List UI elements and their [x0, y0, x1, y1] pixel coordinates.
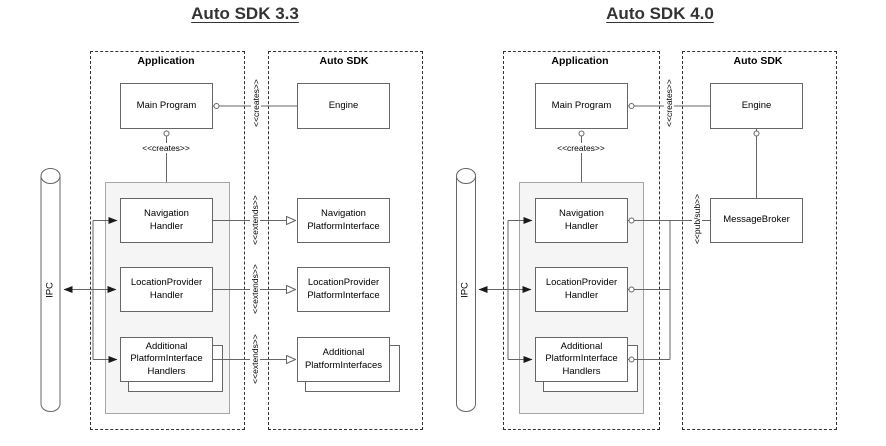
locationprovider-platforminterface-box-33: LocationProvider PlatformInterface [297, 267, 390, 312]
locationprovider-handler-box-33: LocationProvider Handler [120, 267, 213, 312]
main-program-box-40: Main Program [535, 83, 628, 129]
pubsub-label-40: <<pub/sub>> [692, 191, 702, 247]
navigation-handler-box-40: Navigation Handler [535, 198, 628, 243]
engine-box-33: Engine [297, 83, 390, 129]
creates-engine-label-40: <<creates>> [664, 77, 674, 129]
extends-label-locationprovider-33: <<extends>> [250, 262, 260, 316]
additional-handlers-box-40: Additional PlatformInterface Handlers [535, 337, 628, 382]
creates-engine-label-33: <<creates>> [251, 77, 261, 129]
diagram-title-sdk33: Auto SDK 3.3 [191, 4, 299, 23]
locationprovider-handler-box-40: LocationProvider Handler [535, 267, 628, 312]
ipc-label-33: IPC [44, 282, 56, 298]
autosdk-frame-40 [682, 51, 837, 430]
diagram-title-sdk40: Auto SDK 4.0 [606, 4, 714, 23]
navigation-handler-box-33: Navigation Handler [120, 198, 213, 243]
extends-label-additional-33: <<extends>> [250, 332, 260, 386]
main-program-box-33: Main Program [120, 83, 213, 129]
application-frame-label-40: Application [551, 55, 609, 67]
message-broker-box-40: MessageBroker [710, 198, 803, 243]
autosdk-frame-label-33: Auto SDK [319, 55, 369, 67]
application-frame-40 [503, 51, 660, 430]
navigation-platforminterface-box-33: Navigation PlatformInterface [297, 198, 390, 243]
creates-handlers-label-40: <<creates>> [555, 143, 607, 153]
creates-handlers-label-33: <<creates>> [140, 143, 192, 153]
additional-handlers-box-33: Additional PlatformInterface Handlers [120, 337, 213, 382]
application-frame-33 [90, 51, 245, 430]
autosdk-frame-label-40: Auto SDK [733, 55, 783, 67]
autosdk-frame-33 [268, 51, 423, 430]
application-frame-label-33: Application [137, 55, 195, 67]
extends-label-navigation-33: <<extends>> [250, 193, 260, 247]
additional-platforminterfaces-box-33: Additional PlatformInterfaces [297, 337, 390, 382]
ipc-label-40: IPC [459, 282, 471, 298]
engine-box-40: Engine [710, 83, 803, 129]
